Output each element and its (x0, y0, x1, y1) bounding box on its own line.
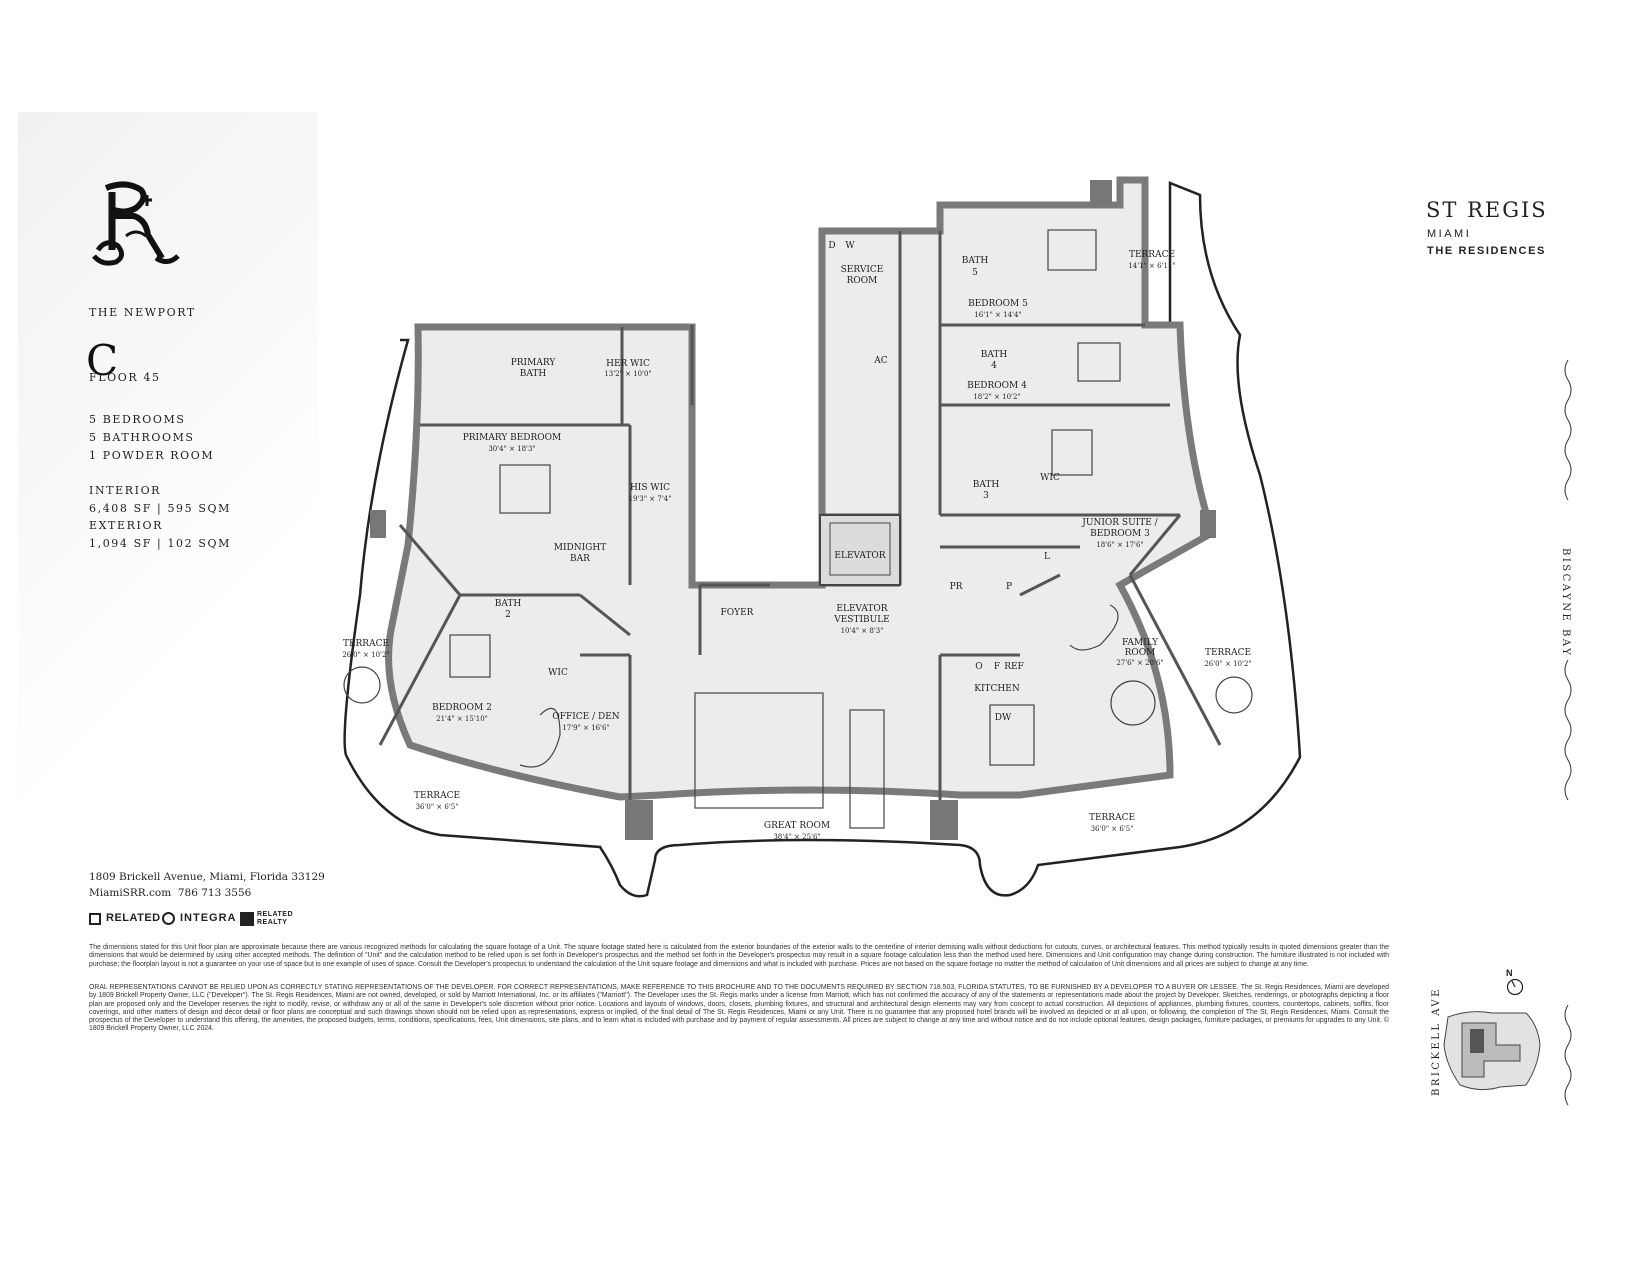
bedroom2-label: BEDROOM 2 (432, 703, 492, 713)
great-room-dim: 38'4" × 25'6" (773, 833, 820, 841)
foyer-label: FOYER (721, 608, 754, 618)
integra-logo-text: INTEGRA (180, 912, 237, 924)
junior-suite-dim: 18'6" × 17'6" (1096, 541, 1143, 549)
biscayne-bay-label: BISCAYNE BAY (1560, 548, 1571, 658)
o-label: O (975, 662, 982, 672)
integra-logo-icon (162, 912, 175, 925)
w-label: W (845, 241, 855, 251)
f-label: F (994, 662, 1000, 672)
her-wic-label: HER WIC (606, 359, 650, 369)
service-room-label: SERVICE (841, 265, 884, 275)
residences-wordmark: THE RESIDENCES (1427, 245, 1546, 257)
elevator-vestibule-label-2: VESTIBULE (833, 615, 890, 625)
bath5-num: 5 (972, 268, 978, 278)
bath2-label: BATH (495, 599, 522, 609)
bedroom4-label: BEDROOM 4 (967, 381, 1027, 391)
midnight-bar-label: MIDNIGHT (554, 543, 606, 553)
bay-wave-line-lower (1564, 1005, 1572, 1106)
ac-label: AC (873, 356, 887, 366)
family-room-dim: 27'6" × 20'6" (1116, 659, 1163, 667)
ref-label: REF (1004, 662, 1024, 672)
unit-name: THE NEWPORT (89, 306, 196, 319)
pr-label: PR (950, 582, 963, 592)
bedroom5-dim: 16'1" × 14'4" (974, 311, 1021, 319)
his-wic-dim: 19'3" × 7'4" (629, 495, 672, 503)
d-label: D (828, 241, 835, 251)
address: 1809 Brickell Avenue, Miami, Florida 331… (89, 871, 325, 883)
bathroom-count: 5 BATHROOMS (89, 431, 195, 444)
dw-label: DW (995, 713, 1012, 723)
elevator-label: ELEVATOR (834, 551, 885, 561)
family-room-label: FAMILY (1122, 638, 1159, 648)
p-label: P (1006, 582, 1012, 592)
her-wic-dim: 13'2" × 10'0" (604, 370, 651, 378)
powder-room-count: 1 POWDER ROOM (89, 449, 215, 462)
service-room-label-2: ROOM (847, 276, 878, 286)
terrace-se-label: TERRACE (1089, 813, 1135, 823)
miami-wordmark: MIAMI (1427, 228, 1472, 240)
primary-bedroom-label: PRIMARY BEDROOM (463, 433, 562, 443)
elevator-vestibule-label: ELEVATOR (836, 604, 887, 614)
bath3-num: 3 (983, 491, 989, 501)
bedroom5-label: BEDROOM 5 (968, 299, 1028, 309)
bath4-label: BATH (981, 350, 1008, 360)
terrace-w-dim: 26'0" × 10'2" (342, 651, 389, 659)
terrace-ne-label: TERRACE (1129, 250, 1175, 260)
terrace-sw-label: TERRACE (414, 791, 460, 801)
bay-wave-line (1564, 360, 1572, 800)
wic-jr-label: WIC (1040, 473, 1060, 483)
midnight-bar-label-2: BAR (570, 554, 590, 564)
related-realty-text-1: RELATED (257, 911, 294, 918)
elevator-vestibule-dim: 10'4" × 8'3" (841, 627, 884, 635)
bedroom4-dim: 18'2" × 10'2" (973, 393, 1020, 401)
terrace-e-label: TERRACE (1205, 648, 1251, 658)
terrace-w-label: TERRACE (343, 639, 389, 649)
terrace-se-dim: 36'0" × 6'5" (1091, 825, 1134, 833)
bedroom2-dim: 21'4" × 15'10" (436, 715, 488, 723)
primary-bath-label: PRIMARY (511, 358, 557, 368)
great-room-label: GREAT ROOM (764, 821, 830, 831)
disclaimer-paragraph-1: The dimensions stated for this Unit floo… (89, 944, 1389, 968)
unit-letter: C (86, 336, 119, 385)
terrace-ne-dim: 14'1" × 6'11" (1128, 262, 1175, 270)
unit-floor: FLOOR 45 (89, 371, 161, 384)
interior-label: INTERIOR (89, 484, 162, 497)
his-wic-label: HIS WIC (630, 483, 670, 493)
key-plan-site-map (1443, 1011, 1541, 1091)
kitchen-label: KITCHEN (974, 684, 1020, 694)
interior-area: 6,408 SF | 595 SQM (89, 502, 231, 515)
family-room-label-2: ROOM (1125, 648, 1156, 658)
website-phone: MiamiSRR.com 786 713 3556 (89, 887, 252, 899)
office-label: OFFICE / DEN (552, 712, 619, 722)
bedroom-count: 5 BEDROOMS (89, 413, 186, 426)
bath5-label: BATH (962, 256, 989, 266)
st-regis-monogram-logo (92, 181, 180, 266)
related-logo-text: RELATED (106, 912, 161, 924)
floor-plan: SERVICE ROOM D W AC BATH 5 BEDROOM 5 16'… (342, 176, 1302, 898)
related-logo-icon (89, 913, 101, 925)
exterior-area: 1,094 SF | 102 SQM (89, 537, 231, 550)
terrace-sw-dim: 36'0" × 6'5" (416, 803, 459, 811)
north-label: N (1506, 968, 1513, 978)
bath4-num: 4 (991, 361, 997, 371)
palm-leaf-shadow (18, 112, 318, 992)
primary-bedroom-dim: 30'4" × 18'3" (488, 445, 535, 453)
north-arrow-icon (1506, 978, 1524, 996)
wic-label: WIC (548, 668, 568, 678)
junior-suite-label: JUNIOR SUITE / (1081, 518, 1158, 528)
bath3-label: BATH (973, 480, 1000, 490)
st-regis-wordmark: ST REGIS (1426, 198, 1548, 222)
primary-bath-label-2: BATH (520, 369, 547, 379)
bath2-num: 2 (505, 610, 511, 620)
l-label: L (1044, 552, 1050, 562)
exterior-label: EXTERIOR (89, 519, 163, 532)
terrace-e-dim: 26'0" × 10'2" (1204, 660, 1251, 668)
related-realty-logo-icon (240, 912, 254, 926)
related-realty-text-2: REALTY (257, 919, 288, 926)
office-dim: 17'9" × 16'6" (562, 724, 609, 732)
junior-suite-label-2: BEDROOM 3 (1090, 529, 1150, 539)
disclaimer-paragraph-2: ORAL REPRESENTATIONS CANNOT BE RELIED UP… (89, 984, 1389, 1033)
